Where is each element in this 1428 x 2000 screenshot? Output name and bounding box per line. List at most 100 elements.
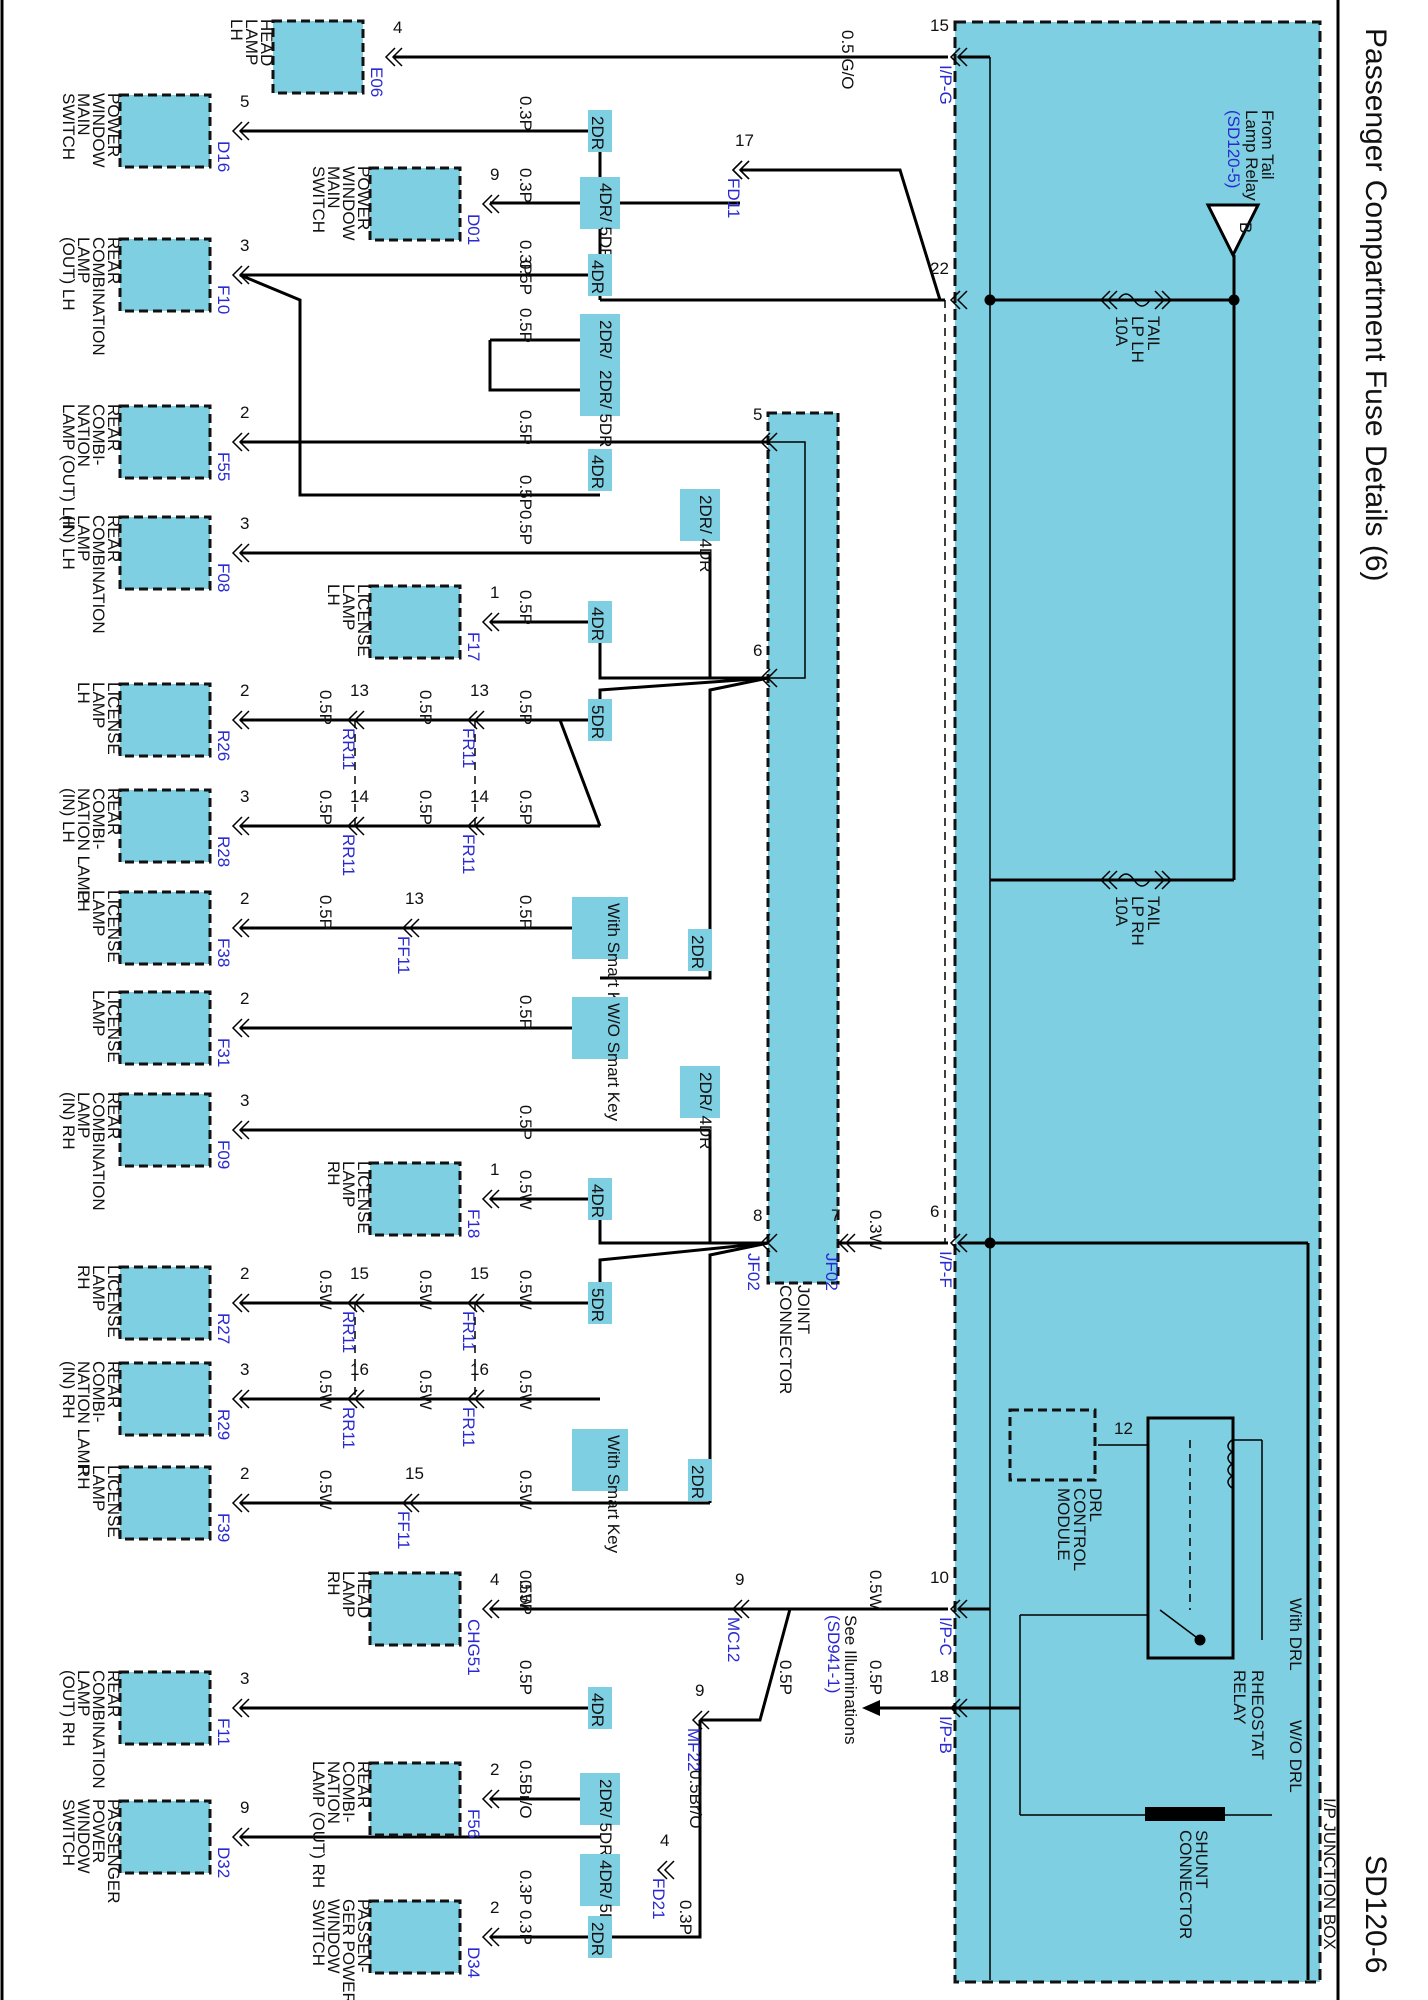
component-pin: 3	[240, 1091, 249, 1110]
component-connector-symbol-inner	[481, 612, 493, 632]
inline-connector-inner	[466, 1389, 478, 1409]
option-label: 2DR/ 4DR	[696, 1072, 715, 1149]
component-label: (OUT) LH	[59, 237, 78, 311]
option-box	[580, 1854, 620, 1906]
component-label: LAMP	[74, 515, 93, 561]
component-label: REAR	[104, 1361, 123, 1408]
component-connector-symbol-outer	[488, 1599, 500, 1619]
component-connector-symbol-inner	[231, 121, 243, 141]
inline-connector-name: FR11	[459, 1311, 478, 1351]
joint-connector-label-1: JOINT	[794, 1285, 813, 1334]
option-box	[588, 1282, 612, 1324]
component-label: LICENSE	[104, 890, 123, 963]
fuse-right-connector-inner	[1161, 290, 1173, 310]
component-label: SWITCH	[59, 1799, 78, 1866]
wire-color-label: 0.5W	[416, 1270, 435, 1310]
rheostat-switch	[1159, 1609, 1201, 1641]
inline-connector-inner	[346, 710, 358, 730]
option-box	[572, 897, 628, 959]
component-pin: 3	[240, 787, 249, 806]
splice-dot	[984, 294, 996, 306]
component-label: COMBINATION	[89, 237, 108, 356]
wire-color-label: 0.5P	[516, 260, 535, 295]
option-label: 4DR	[588, 455, 607, 489]
inline-pin: 9	[735, 1570, 744, 1589]
component-pin: 2	[240, 889, 249, 908]
component-connector: F11	[214, 1718, 233, 1746]
wire-color-label: 0.5P	[866, 1660, 885, 1695]
component-label: GER POWER	[339, 1899, 358, 2000]
component-label: LICENSE	[104, 990, 123, 1063]
inline-connector-outer	[663, 1860, 675, 1880]
component-connector-symbol-inner	[231, 265, 243, 285]
component-label: RH	[74, 1265, 93, 1290]
jb-pin-connector-inner	[949, 1698, 961, 1718]
wire-color-label: 0.5W	[516, 1170, 535, 1210]
component-pin: 3	[240, 514, 249, 533]
component-label: WINDOW	[74, 1799, 93, 1874]
component-connector-symbol-outer	[238, 265, 250, 285]
component-label: LAMP	[242, 19, 261, 65]
component-pin: 2	[240, 403, 249, 422]
component-connector-symbol-outer	[238, 1493, 250, 1513]
component-box	[118, 237, 212, 313]
component-label: LAMP	[89, 890, 108, 936]
wire-color-label: 0.5P	[316, 790, 335, 825]
inline-pin: 16	[350, 1360, 369, 1379]
component-label: LAMP	[339, 1571, 358, 1617]
option-box	[572, 1429, 628, 1491]
inline-connector-outer	[353, 710, 365, 730]
component-box	[118, 990, 212, 1066]
relay-label: Lamp Relay	[1242, 110, 1261, 201]
inline-connector-name: FD21	[649, 1878, 668, 1920]
wire-color-label: 0.5P	[516, 690, 535, 725]
component-label: LAMP	[74, 1670, 93, 1716]
wire-color-label: 0.5P	[516, 790, 535, 825]
wire-loop	[488, 340, 600, 392]
component-connector: F18	[464, 1209, 483, 1238]
option-label: 5DR	[588, 705, 607, 739]
fuse-left-connector-inner	[1099, 290, 1111, 310]
inline-connector-outer	[408, 918, 420, 938]
option-label: 4DR	[588, 1184, 607, 1218]
component-connector-symbol-inner	[231, 1293, 243, 1313]
relay-ref: (SD120-5)	[1224, 110, 1243, 188]
component-box	[118, 1465, 212, 1541]
wire-mc12	[700, 1608, 792, 1722]
inline-connector-name: FF11	[394, 1511, 413, 1549]
wire-f09-j8	[708, 1130, 768, 1245]
wire-color-label: 0.3P	[676, 1900, 695, 1935]
component-box	[118, 93, 212, 169]
component-label: POWER	[104, 93, 123, 157]
component-connector-symbol-inner	[231, 1827, 243, 1847]
component-label: SWITCH	[59, 93, 78, 160]
component-connector-symbol-outer	[488, 612, 500, 632]
component-connector-symbol-inner	[481, 1789, 493, 1809]
component-label: LICENSE	[104, 1465, 123, 1538]
option-box	[680, 489, 720, 541]
option-label: 2DR	[588, 116, 607, 150]
relay-label: From Tail	[1258, 110, 1277, 180]
fuse-left-connector-outer	[1106, 290, 1118, 310]
component-connector: F17	[464, 632, 483, 661]
component-label: LICENSE	[104, 1265, 123, 1338]
wire-color-label: 0.5P	[516, 1105, 535, 1140]
jb-pin-connector-outer	[956, 1233, 968, 1253]
component-connector-symbol-outer	[238, 1018, 250, 1038]
wire-color-label: 0.5W	[516, 1270, 535, 1310]
component-box	[118, 515, 212, 591]
jb-pin-number: 18	[930, 1667, 949, 1686]
splice-dot	[984, 1237, 996, 1249]
wire-color-label: 0.3P	[516, 96, 535, 131]
component-connector: F56	[464, 1809, 483, 1838]
option-label: 2DR	[688, 1465, 707, 1499]
fuse-right-connector-inner	[1161, 870, 1173, 890]
inline-connector-name: RR11	[339, 1407, 358, 1449]
component-box	[368, 1899, 462, 1975]
jb-pin-number: 6	[930, 1202, 939, 1221]
joint-pin-connector-name: JF02	[822, 1253, 841, 1291]
jb-connector-name: I/P-C	[936, 1617, 955, 1656]
component-label: LAMP	[89, 682, 108, 728]
